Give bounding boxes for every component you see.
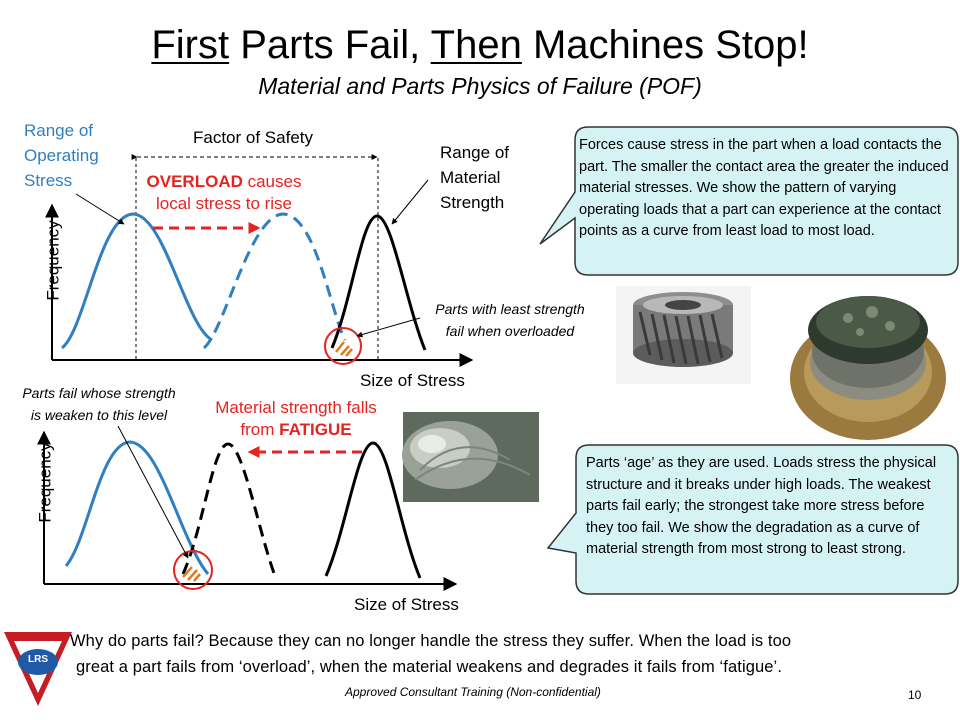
bottom-frequency-label: Frequency <box>35 442 55 523</box>
title-mid: Parts Fail, <box>229 23 431 67</box>
footer-line-1: Why do parts fail? Because they can no l… <box>70 632 792 650</box>
fracture-photo <box>402 412 539 502</box>
pointer-operating <box>75 193 125 225</box>
plug-photo <box>790 296 946 440</box>
title-first: First <box>151 23 230 67</box>
top-chart <box>45 154 474 367</box>
gear-photo <box>616 286 751 384</box>
title-end: Machines Stop! <box>521 23 809 67</box>
parts-least-strength-label: Parts with least strength fail when over… <box>435 301 585 339</box>
top-callout-text: Forces cause stress in the part when a l… <box>579 137 949 239</box>
top-size-of-stress-label: Size of Stress <box>360 371 465 390</box>
pointer-material <box>391 179 429 225</box>
title-then: Then <box>430 23 522 67</box>
page-title: First Parts Fail, Then Machines Stop! <box>0 22 960 68</box>
pointer-weakened <box>117 425 189 559</box>
approved-training-label: Approved Consultant Training (Non-confid… <box>345 685 601 699</box>
overload-label: OVERLOAD causes local stress to rise <box>146 172 302 213</box>
page-subtitle: Material and Parts Physics of Failure (P… <box>258 73 702 99</box>
top-callout-shape <box>539 126 959 276</box>
footer-line-2: great a part fails from ‘overload’, when… <box>76 658 783 676</box>
top-failure-circle <box>324 327 362 365</box>
overload-stress-curve <box>202 212 347 350</box>
factor-of-safety-label: Factor of Safety <box>193 128 313 147</box>
bottom-crack-icon <box>182 566 201 582</box>
bottom-material-curve <box>324 441 422 579</box>
bottom-failure-circle <box>173 550 213 590</box>
lrs-logo <box>4 632 72 706</box>
parts-fail-weakened-label: Parts fail whose strength is weaken to t… <box>22 385 176 423</box>
range-operating-stress-label: Range of Operating Stress <box>24 121 99 190</box>
bottom-operating-curve <box>64 440 210 575</box>
page-number: 10 <box>908 688 922 702</box>
top-crack-icon <box>335 341 353 357</box>
pointer-least-strength <box>356 317 421 338</box>
range-material-strength-label: Range of Material Strength <box>440 143 509 212</box>
bottom-callout-shape <box>546 444 959 595</box>
fatigue-strength-curve <box>181 442 277 577</box>
operating-stress-curve <box>60 212 213 350</box>
material-strength-falls-label: Material strength falls from FATIGUE <box>215 398 377 439</box>
bottom-size-of-stress-label: Size of Stress <box>354 595 459 614</box>
logo-text: LRS <box>28 654 48 665</box>
bottom-callout-text: Parts ‘age’ as they are used. Loads stre… <box>586 455 937 557</box>
material-strength-curve <box>330 214 427 351</box>
bottom-chart <box>37 425 458 591</box>
top-frequency-label: Frequency <box>43 220 63 301</box>
